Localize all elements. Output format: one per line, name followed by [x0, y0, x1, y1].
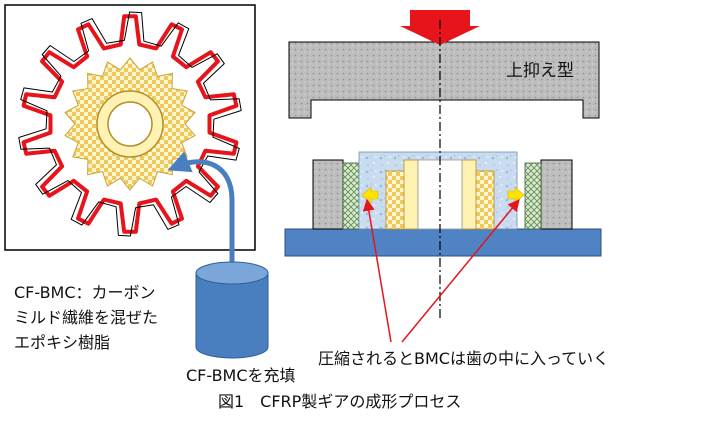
flow-arrow-right: [507, 186, 525, 204]
upper-die-label: 上抑え型: [506, 61, 574, 81]
bmc-container: [195, 272, 269, 359]
lower-die-left: [312, 159, 344, 230]
base-plate: [284, 228, 602, 257]
feed-arrow: [167, 151, 235, 268]
compress-note: 圧縮されるとBMCは歯の中に入っていく: [318, 349, 610, 368]
upper-die: [288, 41, 600, 119]
cf-bmc-label-line3: エポキシ樹脂: [14, 333, 111, 352]
cf-bmc-label-line1: CF-BMC：カーボン: [14, 283, 156, 302]
gear-ring-right: [524, 162, 542, 230]
gear-mold-outline: [18, 11, 242, 237]
figure-caption: 図1 CFRP製ギアの成形プロセス: [218, 392, 462, 411]
hub-right: [461, 159, 477, 230]
pointer-arrow-right: [401, 199, 520, 343]
hub-left: [403, 159, 419, 230]
cf-bmc-label-line2: ミルド繊維を混ぜた: [14, 308, 159, 327]
bmc-container-top: [195, 261, 269, 285]
gear-shaft-hole: [107, 101, 153, 147]
gear-ring-left: [342, 162, 360, 230]
pointer-arrow-left: [362, 198, 392, 343]
lower-die-right: [540, 159, 573, 230]
fill-label: CF-BMCを充填: [186, 366, 296, 385]
